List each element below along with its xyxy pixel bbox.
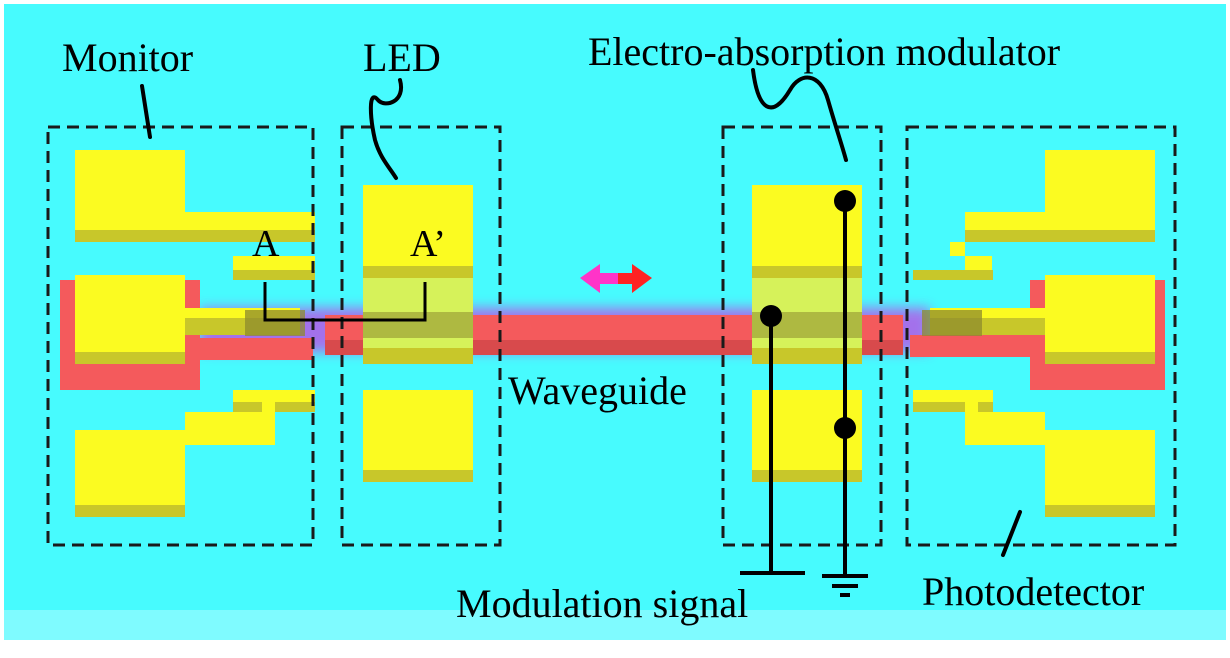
ground-contact-top-node: [834, 190, 856, 212]
led-pad-top: [363, 185, 473, 267]
monitor-pad-small-bottom: [233, 390, 315, 402]
double-arrow-icon: [580, 264, 652, 293]
eam-active-shadow: [752, 348, 862, 364]
led-active-shadow: [363, 348, 473, 364]
monitor-leader: [140, 84, 152, 139]
pd-pad-bottom: [965, 402, 1155, 505]
eam-pad-bottom-shadow: [752, 470, 862, 482]
monitor-pad-bottom-shadow: [75, 505, 185, 517]
led-pad-bottom: [363, 390, 473, 472]
led-leader: [368, 78, 404, 180]
pd-pad-small-top-shadow: [913, 270, 993, 280]
led-box: [340, 125, 502, 547]
monitor-absorber: [245, 310, 305, 336]
monitor-pad-bottom: [75, 402, 275, 505]
eam-box: [721, 125, 883, 547]
cross-section-line: [263, 282, 427, 322]
pd-pad-small-bottom-shadow: [913, 402, 993, 412]
modulation-circuit: [740, 201, 868, 597]
waveguide-bar-left: [185, 338, 313, 360]
label-eam: Electro-absorption modulator: [588, 29, 1060, 74]
substrate-top: [4, 4, 1226, 610]
label-led: LED: [363, 35, 441, 80]
label-waveguide: Waveguide: [508, 368, 687, 413]
pd-pad-center-shadow: [1045, 352, 1155, 364]
pd-pad-top-shadow: [965, 230, 1155, 242]
pd-pad-top: [965, 150, 1155, 230]
signal-contact-node: [760, 305, 782, 327]
monitor-pad-top: [75, 150, 315, 230]
label-section-a-prime: A’: [410, 223, 446, 265]
substrate-edge: [4, 610, 1226, 640]
ground-symbol-icon: [822, 574, 868, 597]
monitor-pad-small-top: [233, 256, 315, 270]
label-monitor: Monitor: [62, 35, 193, 80]
leader-lines: [140, 68, 1022, 557]
monitor-pad-center-shadow: [75, 352, 185, 364]
photodetector-leader: [1001, 510, 1022, 557]
label-section-a: A: [252, 223, 280, 265]
photodetector-device: [905, 125, 1177, 547]
led-device: [340, 125, 502, 547]
led-pad-bottom-shadow: [363, 470, 473, 482]
monitor-device: [46, 125, 315, 547]
waveguide-bar-right: [910, 335, 1035, 357]
pd-pad-small-bottom: [913, 390, 993, 402]
pd-pad-bottom-shadow: [1045, 505, 1155, 517]
pd-absorber: [922, 310, 982, 336]
ground-contact-bottom-node: [834, 417, 856, 439]
led-pad-top-shadow: [363, 266, 473, 278]
led-absorber: [363, 312, 473, 338]
label-modulation-signal: Modulation signal: [456, 581, 748, 626]
label-photodetector: Photodetector: [922, 569, 1144, 614]
eam-pad-top-shadow: [752, 266, 862, 278]
monitor-pad-small-top-shadow: [233, 270, 315, 280]
eam-leader: [751, 68, 848, 162]
photodetector-box: [905, 125, 1177, 547]
pd-pad-small-top: [913, 242, 992, 270]
monitor-pad-top-shadow: [75, 230, 315, 242]
